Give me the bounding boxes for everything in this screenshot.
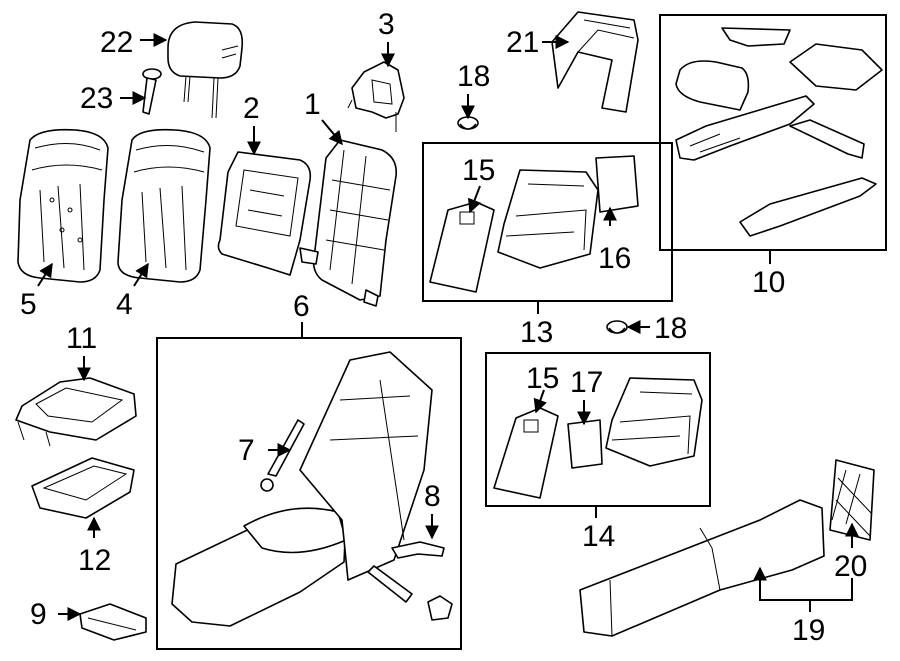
air-duct-part-19	[579, 499, 825, 637]
insert-part-9	[79, 603, 147, 641]
callout-7: 7	[238, 434, 255, 467]
group-box-6	[156, 337, 462, 650]
seatback-panel-part-1	[299, 139, 398, 307]
trim-parts-group-10	[675, 27, 883, 237]
callout-11: 11	[66, 322, 97, 355]
tray-part-11	[15, 377, 137, 447]
callout-21: 21	[506, 26, 539, 59]
bracket-part-3	[347, 61, 405, 132]
callout-15-lower: 15	[526, 362, 559, 395]
callout-3: 3	[378, 8, 395, 41]
filter-part-20	[829, 459, 875, 541]
callout-19: 19	[792, 614, 825, 647]
callout-14: 14	[582, 520, 615, 553]
seatback-trim-part-4	[117, 128, 211, 283]
callout-22: 22	[100, 26, 133, 59]
console-parts-group-13	[429, 155, 639, 293]
callout-16: 16	[598, 242, 631, 275]
armrest-assembly-group-6	[171, 351, 453, 627]
plug-part-18-top	[457, 116, 479, 130]
callout-1: 1	[304, 88, 321, 121]
group-box-13	[422, 142, 673, 302]
headrest-part-22	[167, 21, 244, 119]
plug-part-18-middle	[606, 320, 628, 334]
callout-17: 17	[570, 366, 603, 399]
seatback-trim-part-5	[17, 128, 109, 283]
callout-12: 12	[78, 544, 111, 577]
callout-10: 10	[752, 266, 785, 299]
group-box-10	[659, 14, 887, 251]
group-box-14	[485, 352, 711, 507]
callout-8: 8	[424, 480, 441, 513]
cover-part-21	[551, 11, 639, 113]
callout-18-top: 18	[457, 60, 490, 93]
callout-4: 4	[116, 288, 133, 321]
callout-2: 2	[243, 92, 260, 125]
callout-9: 9	[30, 598, 47, 631]
callout-23: 23	[80, 82, 113, 115]
callout-15-top: 15	[462, 154, 495, 187]
callout-20: 20	[834, 550, 867, 583]
callout-5: 5	[20, 288, 37, 321]
callout-18-middle: 18	[654, 312, 687, 345]
seat-frame-part-2	[217, 151, 312, 276]
storage-bin-part-12	[31, 457, 135, 519]
console-parts-group-14	[493, 377, 703, 499]
callout-6: 6	[293, 290, 310, 323]
callout-13: 13	[520, 316, 553, 349]
headrest-guide-part-23	[142, 68, 162, 115]
